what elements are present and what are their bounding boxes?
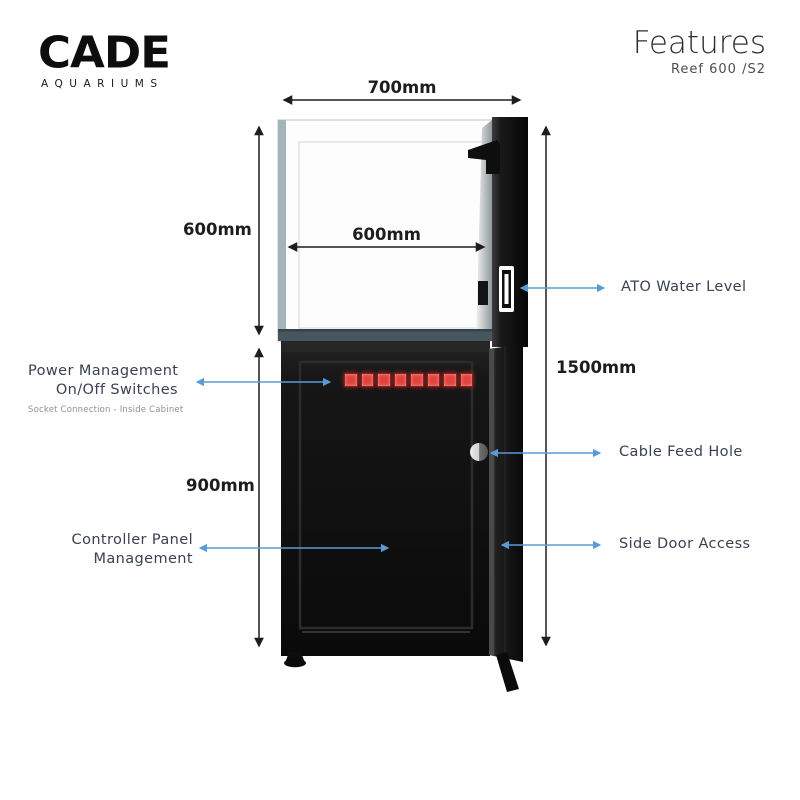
power-switch [377,373,391,387]
callout-controller-panel: Controller Panel Management [53,531,193,569]
brand-logo-subtext: AQUARIUMS [41,78,164,90]
cable-feed-hole [470,443,488,461]
callout-power-line2: On/Off Switches [55,382,178,398]
tank-base-strip [278,331,492,341]
power-switch [426,373,440,387]
aquarium-tank [277,119,493,342]
cabinet-body [281,341,490,656]
power-switch [410,373,424,387]
dimension-arrows [254,95,551,648]
door-panel [489,344,523,662]
door-edge-highlight [489,348,494,656]
page-subtitle: Reef 600 /S2 [670,62,766,78]
callout-arrows [195,283,606,553]
dimension-label-total-height: 1500mm [556,358,637,377]
tank-glass-outer [277,119,493,342]
cabinet-door-panel-line [298,360,474,630]
cabinet-top-rail [281,341,490,352]
brand-logo-text: CADE [38,27,171,78]
power-switch [344,373,358,387]
dimension-label-top-width: 700mm [367,78,437,97]
callout-controller-line2: Management [93,551,193,567]
open-side-door [489,344,523,692]
header-right: Features Reef 600 /S2 [633,26,766,77]
cabinet-foot [284,652,306,668]
callout-power-management: Power Management On/Off Switches Socket … [28,362,184,415]
overflow-bar [478,281,488,305]
power-switch [443,373,457,387]
power-switch [393,373,407,387]
door-foot-leg [496,652,519,692]
callout-power-note: Socket Connection - Inside Cabinet [28,405,184,415]
callout-side-door-access: Side Door Access [619,536,751,552]
dimension-label-inner-width: 600mm [352,225,421,244]
dimension-label-tank-height: 600mm [183,220,252,239]
brand-logo: CADE AQUARIUMS [38,27,171,90]
callout-power-line1: Power Management [28,363,179,379]
callout-ato-water-level: ATO Water Level [621,279,747,295]
callout-cable-feed-hole: Cable Feed Hole [619,444,743,460]
tank-glass-left-edge [278,120,286,341]
power-switch [360,373,374,387]
page-title: Features [632,25,766,61]
cabinet [281,341,490,668]
mount-clamp [468,140,500,174]
dimension-label-cabinet-height: 900mm [186,476,255,495]
power-switch [459,373,473,387]
ato-water-level-window [499,266,514,312]
tank-base-line [278,329,492,332]
callout-controller-line1: Controller Panel [71,532,193,548]
power-switch-row [344,373,473,387]
